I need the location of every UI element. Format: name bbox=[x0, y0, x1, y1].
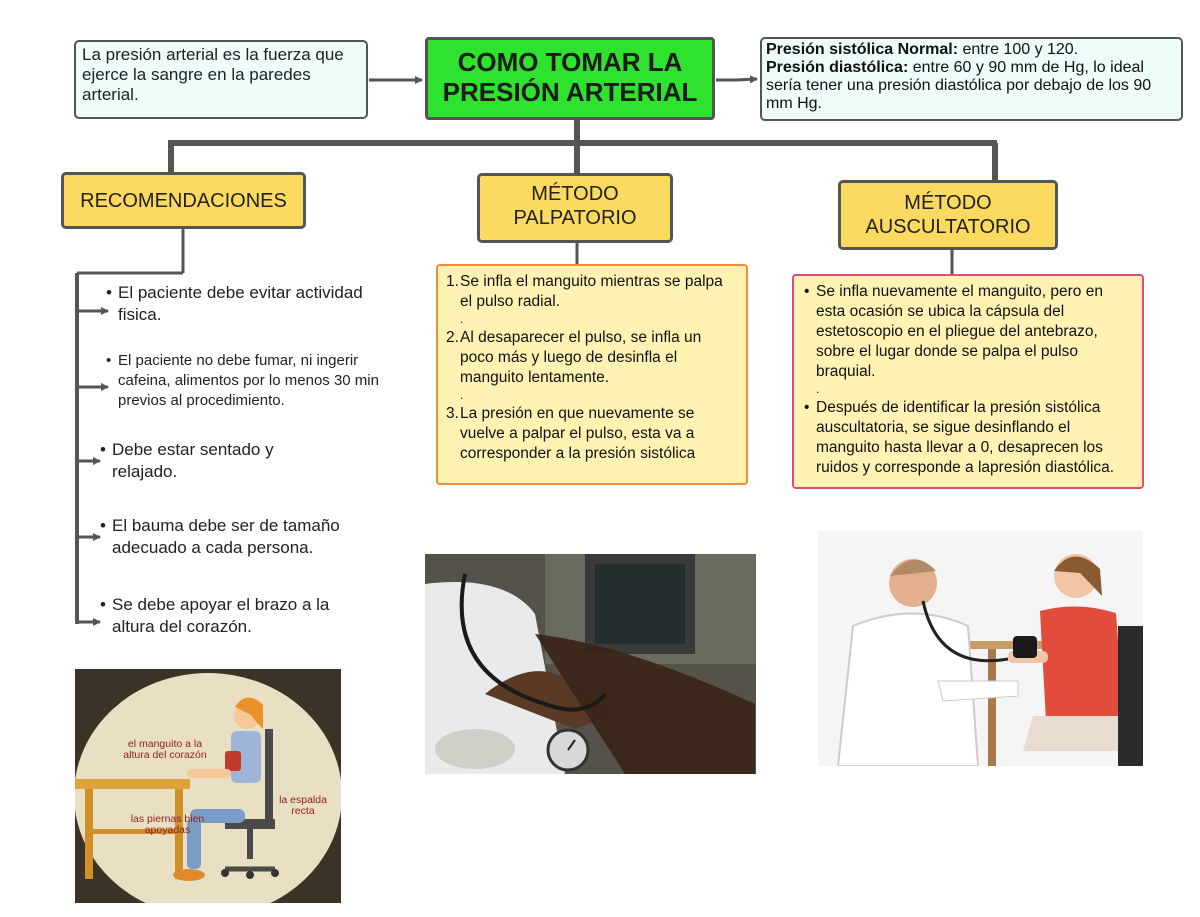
palpatory-heading-line-2: PALPATORIO bbox=[513, 207, 637, 229]
diastolic-label: Presión diastólica: bbox=[766, 59, 909, 76]
normal-values-box: Presión sistólica Normal: entre 100 y 12… bbox=[760, 37, 1183, 121]
auscultatory-item: • Se infla nuevamente el manguito, pero … bbox=[804, 282, 1134, 382]
title-line-2: PRESIÓN ARTERIAL bbox=[442, 77, 698, 107]
palpatory-step: 1. Se infla el manguito mientras se palp… bbox=[446, 272, 738, 312]
systolic-label: Presión sistólica Normal: bbox=[766, 41, 959, 58]
palpatory-step-text: La presión en que nuevamente se vuelve a… bbox=[460, 405, 696, 462]
recommendation-text: Se debe apoyar el brazo a la altura del … bbox=[112, 595, 330, 636]
definition-text: La presión arterial es la fuerza que eje… bbox=[82, 45, 344, 104]
recommendation-text: El paciente debe evitar actividad fisica… bbox=[118, 283, 363, 324]
label-cuff-height: el manguito a la altura del corazón bbox=[123, 738, 207, 761]
title-line-1: COMO TOMAR LA bbox=[457, 47, 683, 77]
palpatory-photo bbox=[425, 554, 756, 774]
auscultatory-item-text: Se infla nuevamente el manguito, pero en… bbox=[816, 283, 1103, 380]
recommendation-item: •El paciente no debe fumar, ni ingerir c… bbox=[106, 351, 416, 411]
systolic-text: entre 100 y 120. bbox=[958, 41, 1079, 58]
recommendations-heading-text: RECOMENDACIONES bbox=[80, 190, 287, 212]
palpatory-step: 3. La presión en que nuevamente se vuelv… bbox=[446, 404, 738, 464]
palpatory-heading: MÉTODO PALPATORIO bbox=[477, 173, 673, 243]
label-straight-back: la espalda recta bbox=[279, 794, 327, 817]
separator-dot: . bbox=[460, 388, 464, 402]
recommendation-text: El paciente no debe fumar, ni ingerir ca… bbox=[118, 352, 379, 409]
auscultatory-photo-drawing bbox=[818, 531, 1143, 766]
label-legs-supported: las piernas bien apoyadas bbox=[130, 813, 205, 836]
auscultatory-steps-box: • Se infla nuevamente el manguito, pero … bbox=[792, 274, 1144, 489]
recommendations-heading: RECOMENDACIONES bbox=[61, 172, 306, 229]
palpatory-steps-box: 1. Se infla el manguito mientras se palp… bbox=[436, 264, 748, 485]
recommendation-text: El bauma debe ser de tamaño adecuado a c… bbox=[112, 516, 340, 557]
auscultatory-heading-line-1: MÉTODO bbox=[904, 192, 992, 214]
recommendation-item: •Se debe apoyar el brazo a la altura del… bbox=[100, 594, 360, 638]
posture-illustration: el manguito a la altura del corazón la e… bbox=[75, 669, 341, 903]
palpatory-step-text: Al desaparecer el pulso, se infla un poc… bbox=[460, 329, 702, 386]
palpatory-photo-drawing bbox=[425, 554, 756, 774]
palpatory-heading-line-1: MÉTODO bbox=[531, 183, 619, 205]
posture-drawing bbox=[75, 669, 341, 903]
definition-box: La presión arterial es la fuerza que eje… bbox=[74, 40, 368, 119]
auscultatory-item-text: Después de identificar la presión sistól… bbox=[816, 399, 1115, 476]
title-box: COMO TOMAR LA PRESIÓN ARTERIAL bbox=[425, 37, 715, 120]
auscultatory-photo bbox=[818, 531, 1143, 766]
separator-dot: . bbox=[816, 382, 820, 396]
recommendation-text: Debe estar sentado y relajado. bbox=[112, 440, 274, 481]
recommendation-item: •El bauma debe ser de tamaño adecuado a … bbox=[100, 515, 380, 559]
diastolic-text: entre 60 y 90 mm de Hg, lo ideal sería t… bbox=[766, 59, 1152, 112]
auscultatory-item: • Después de identificar la presión sist… bbox=[804, 398, 1134, 478]
palpatory-step: 2. Al desaparecer el pulso, se infla un … bbox=[446, 328, 738, 388]
arrow-title-to-normal bbox=[716, 75, 758, 84]
separator-dot: . bbox=[460, 312, 464, 326]
palpatory-step-text: Se infla el manguito mientras se palpa e… bbox=[460, 273, 723, 310]
auscultatory-heading: MÉTODO AUSCULTATORIO bbox=[838, 180, 1058, 250]
auscultatory-heading-line-2: AUSCULTATORIO bbox=[865, 216, 1031, 238]
recommendation-item: •Debe estar sentado y relajado. bbox=[100, 439, 330, 483]
recommendation-item: •El paciente debe evitar actividad fisic… bbox=[106, 282, 406, 326]
